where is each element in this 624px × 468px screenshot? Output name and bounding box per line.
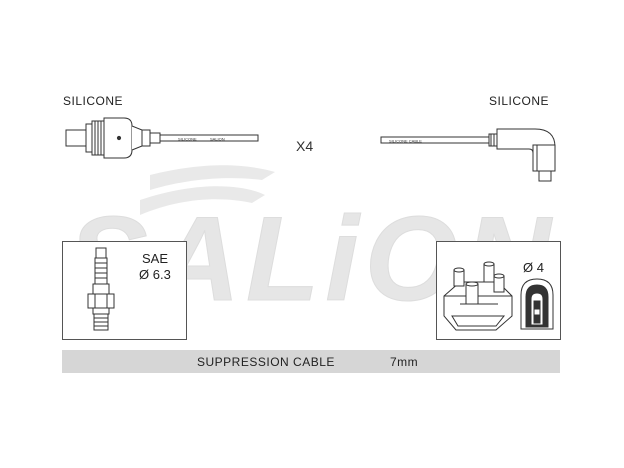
cable-size-label: 7mm: [390, 355, 419, 369]
spark-plug-icon: [87, 247, 115, 331]
left-cable-print-a: SILICONE: [178, 137, 197, 142]
spark-plug-standard: SAE: [142, 251, 169, 266]
distributor-cap-icon: [443, 261, 513, 331]
spark-plug-panel: [62, 241, 187, 340]
cable-spec-bar: [62, 350, 560, 373]
left-cable-end: SILICONE SALION: [65, 117, 259, 159]
quantity-label: X4: [296, 138, 314, 154]
spark-plug-diameter: Ø 6.3: [139, 267, 171, 282]
terminal-cross-section-icon: [520, 278, 554, 330]
distributor-diameter: Ø 4: [523, 260, 544, 275]
right-cable-print: SILICONE CABLE: [389, 139, 422, 144]
left-material-label: SILICONE: [63, 94, 124, 108]
right-material-label: SILICONE: [489, 94, 550, 108]
right-cable-end: SILICONE CABLE: [380, 128, 556, 182]
left-cable-print-b: SALION: [210, 137, 225, 142]
cable-type-label: SUPPRESSION CABLE: [197, 355, 335, 369]
